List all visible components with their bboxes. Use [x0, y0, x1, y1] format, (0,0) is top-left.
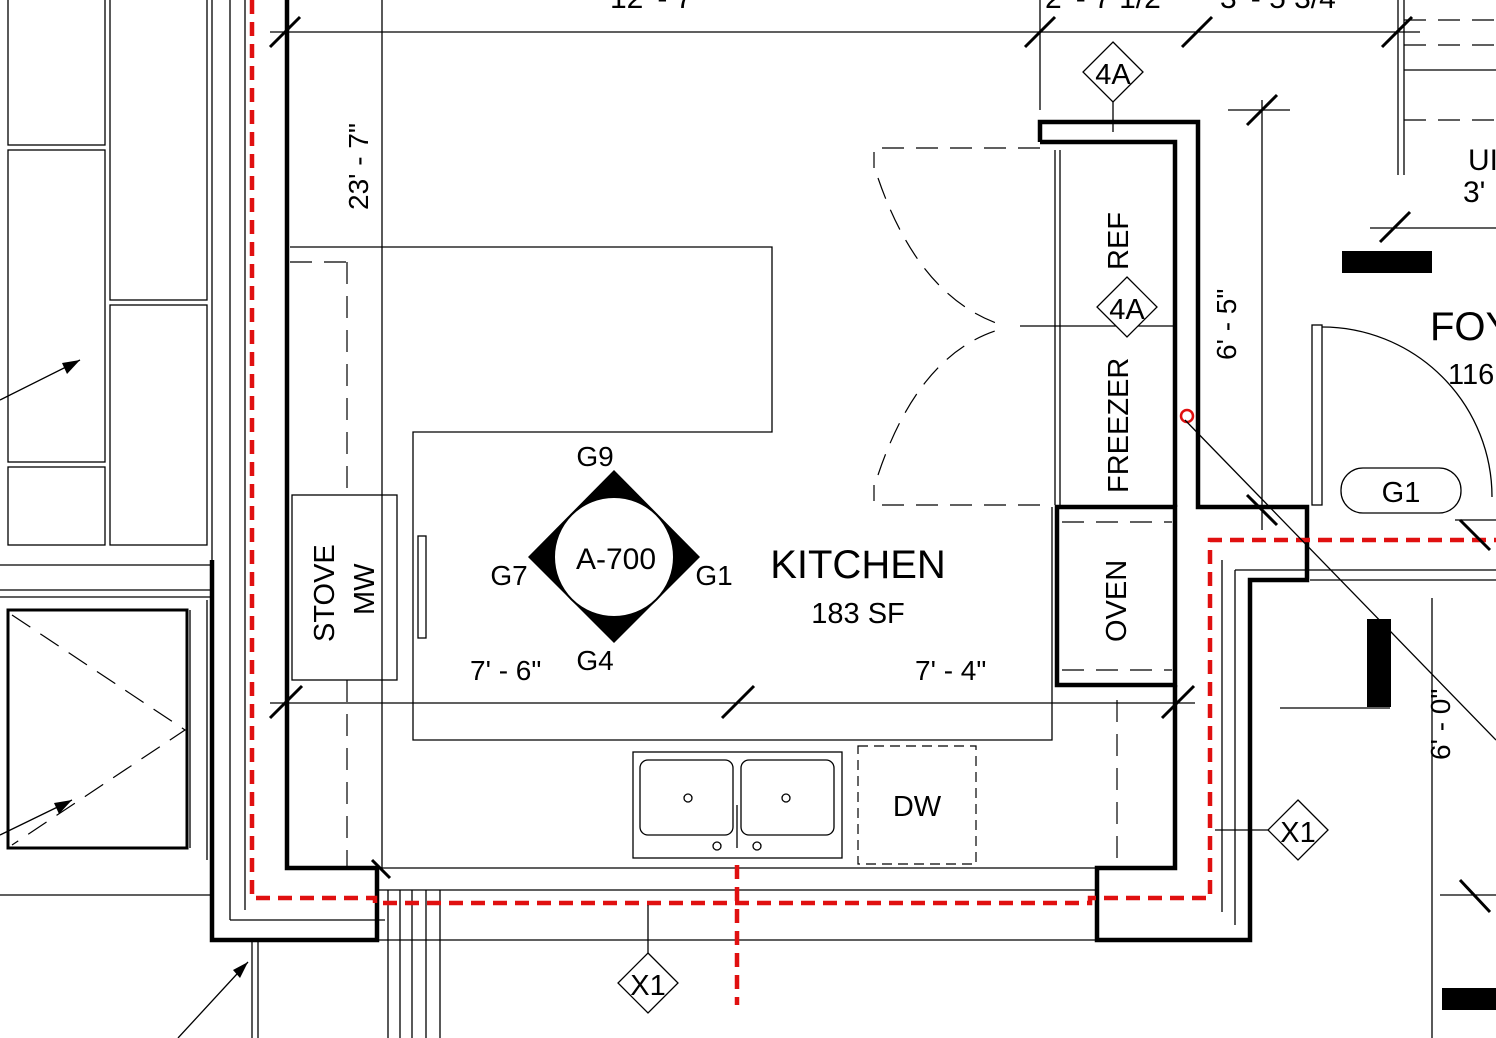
dim-horizontal-right: 7' - 4": [915, 655, 986, 686]
stove-label: STOVE: [309, 544, 341, 642]
microwave-label: MW: [349, 563, 381, 615]
elevation-west: G7: [490, 560, 527, 591]
freezer-label: FREEZER: [1103, 358, 1135, 493]
elevation-east: G1: [695, 560, 732, 591]
dishwasher-outline: [857, 745, 977, 865]
dim-horizontal-left: 7' - 6": [470, 655, 541, 686]
dishwasher-label: DW: [893, 791, 942, 823]
highlighted-wall-path: [249, 0, 1496, 1005]
adjacent-label-partial: UI: [1468, 144, 1496, 177]
dim-vertical-far-right: 6' - 0": [1425, 689, 1456, 760]
dim-vertical-right: 6' - 5": [1211, 289, 1242, 360]
refrigerator-label: REF: [1103, 212, 1135, 270]
elevation-south: G4: [576, 645, 613, 676]
elevation-north: G9: [576, 441, 613, 472]
dim-top-1: 12' - 7": [610, 0, 703, 15]
adjacent-dim-partial: 3': [1463, 176, 1485, 209]
adjacent-room-area: 116: [1448, 359, 1494, 391]
tag-label: X1: [630, 970, 665, 1002]
left-window-panels: [0, 0, 249, 1038]
walls: [209, 0, 1496, 1038]
dim-top-3: 3' - 5 3/4": [1220, 0, 1346, 15]
grid-tag[interactable]: G1: [1340, 467, 1462, 514]
wall-type-tag-1[interactable]: X1: [1215, 799, 1329, 861]
dim-top-2: 2' - 7 1/2": [1045, 0, 1171, 15]
interior-elevation-marker[interactable]: A-700 G9 G1 G4 G7: [490, 441, 732, 676]
casework-tag-2[interactable]: 4A: [1096, 276, 1158, 338]
tag-label: X1: [1280, 817, 1315, 849]
oven-label: OVEN: [1101, 560, 1133, 642]
adjacent-room-name: FOY: [1430, 305, 1496, 349]
wall-type-tag-2[interactable]: X1: [617, 905, 679, 1014]
tag-label: 4A: [1109, 294, 1145, 326]
stove-outline: [291, 494, 398, 681]
elevation-sheet-ref: A-700: [576, 543, 656, 576]
casework-tag-1[interactable]: 4A: [1082, 41, 1144, 132]
dim-vertical-left: 23' - 7": [343, 123, 374, 210]
dimension-lines: [251, 0, 1496, 1038]
tag-label: G1: [1382, 477, 1421, 509]
sink: [632, 751, 843, 859]
room-name: KITCHEN: [770, 543, 946, 587]
tag-label: 4A: [1095, 59, 1131, 91]
room-area: 183 SF: [811, 598, 905, 630]
casework: [290, 147, 1175, 868]
